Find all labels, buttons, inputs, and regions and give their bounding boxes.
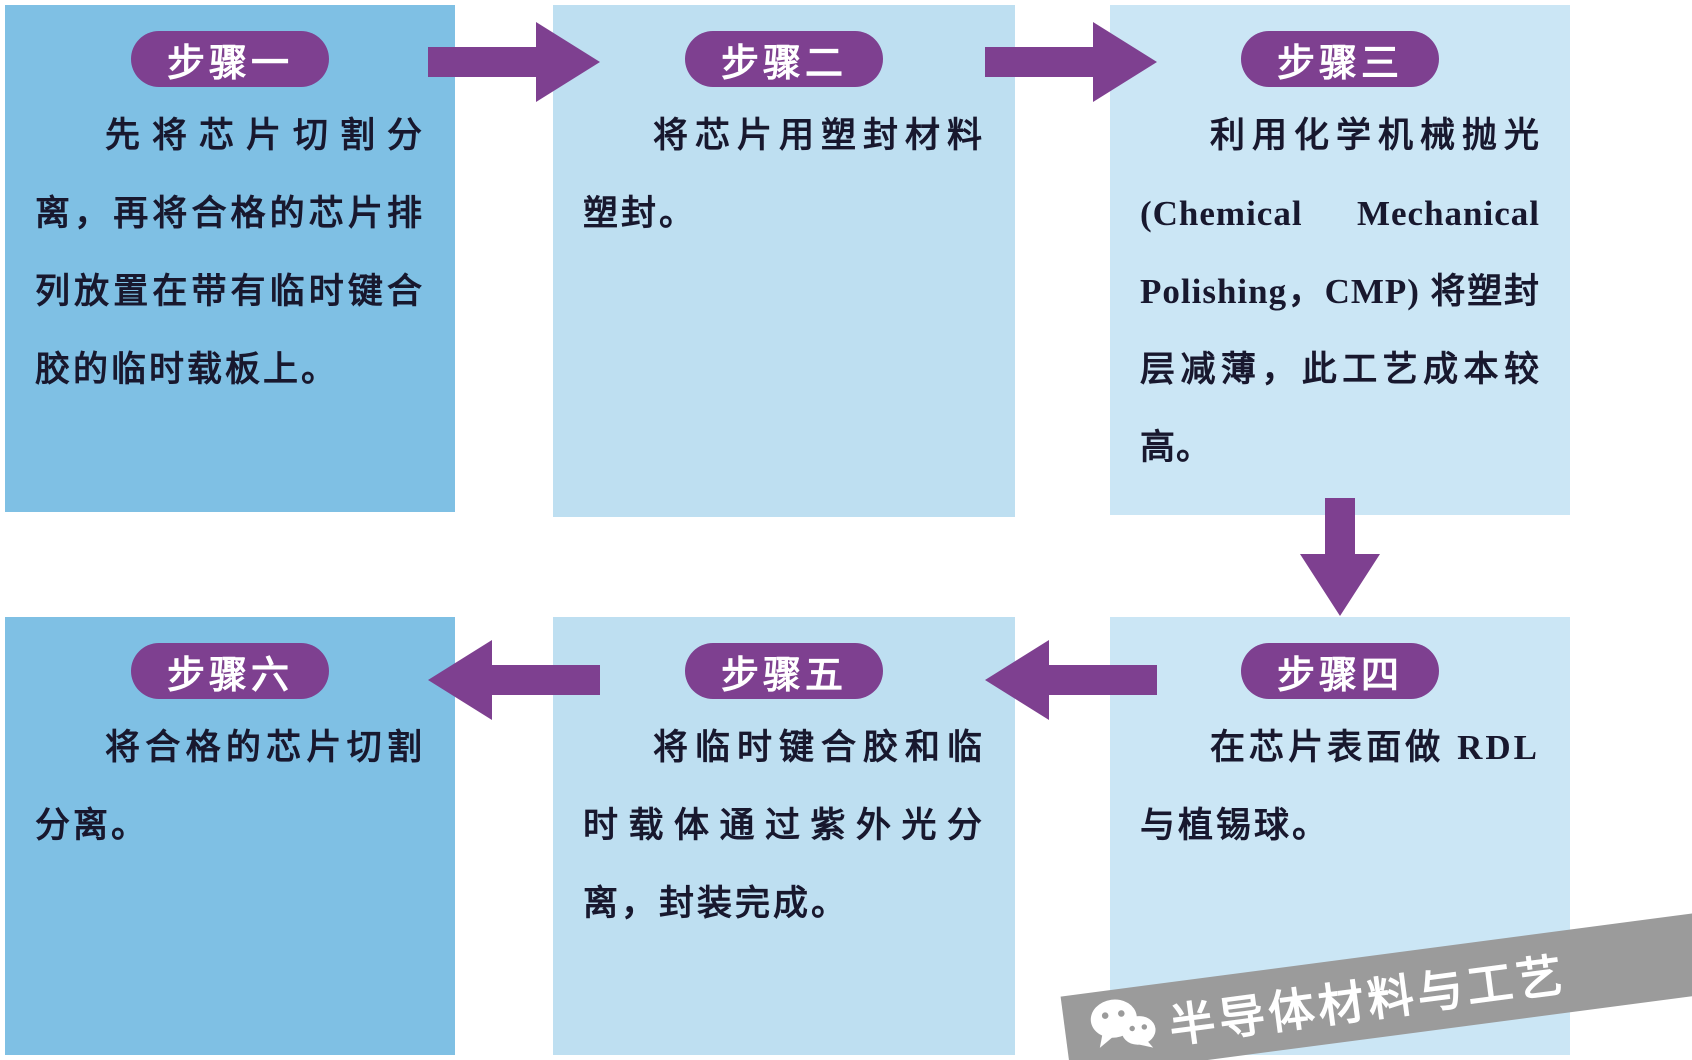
arrow-left-step4-to-step5-icon	[985, 640, 1157, 720]
arrow-right-step2-to-step3-icon	[985, 22, 1157, 102]
step-text-6: 将合格的芯片切割分离。	[35, 728, 425, 845]
step-label-6: 步骤六	[130, 643, 330, 699]
step-label-1: 步骤一	[130, 31, 330, 87]
step-label-5: 步骤五	[684, 643, 884, 699]
step-text-1: 先将芯片切割分离，再将合格的芯片排列放置在带有临时键合胶的临时载板上。	[35, 116, 425, 389]
arrow-left-step5-to-step6-icon	[428, 640, 600, 720]
step-box-2: 步骤二 将芯片用塑封材料塑封。	[553, 5, 1015, 517]
step-box-1: 步骤一 先将芯片切割分离，再将合格的芯片排列放置在带有临时键合胶的临时载板上。	[5, 5, 455, 512]
step-text-2: 将芯片用塑封材料塑封。	[583, 116, 985, 233]
arrow-down-step3-to-step4-icon	[1300, 498, 1380, 618]
wechat-icon	[1085, 992, 1161, 1060]
arrow-right-step1-to-step2-icon	[428, 22, 600, 102]
watermark-banner: 半导体材料与工艺	[1060, 910, 1692, 1060]
step-text-5: 将临时键合胶和临时载体通过紫外光分离，封装完成。	[583, 728, 985, 923]
step-label-2: 步骤二	[684, 31, 884, 87]
step-label-4: 步骤四	[1240, 643, 1440, 699]
step-box-5: 步骤五 将临时键合胶和临时载体通过紫外光分离，封装完成。	[553, 617, 1015, 1055]
step-box-6: 步骤六 将合格的芯片切割分离。	[5, 617, 455, 1055]
step-text-4: 在芯片表面做 RDL 与植锡球。	[1140, 728, 1540, 845]
step-label-3: 步骤三	[1240, 31, 1440, 87]
step-text-3: 利用化学机械抛光 (Chemical Mechanical Polishing，…	[1140, 116, 1540, 467]
step-box-3: 步骤三 利用化学机械抛光 (Chemical Mechanical Polish…	[1110, 5, 1570, 515]
